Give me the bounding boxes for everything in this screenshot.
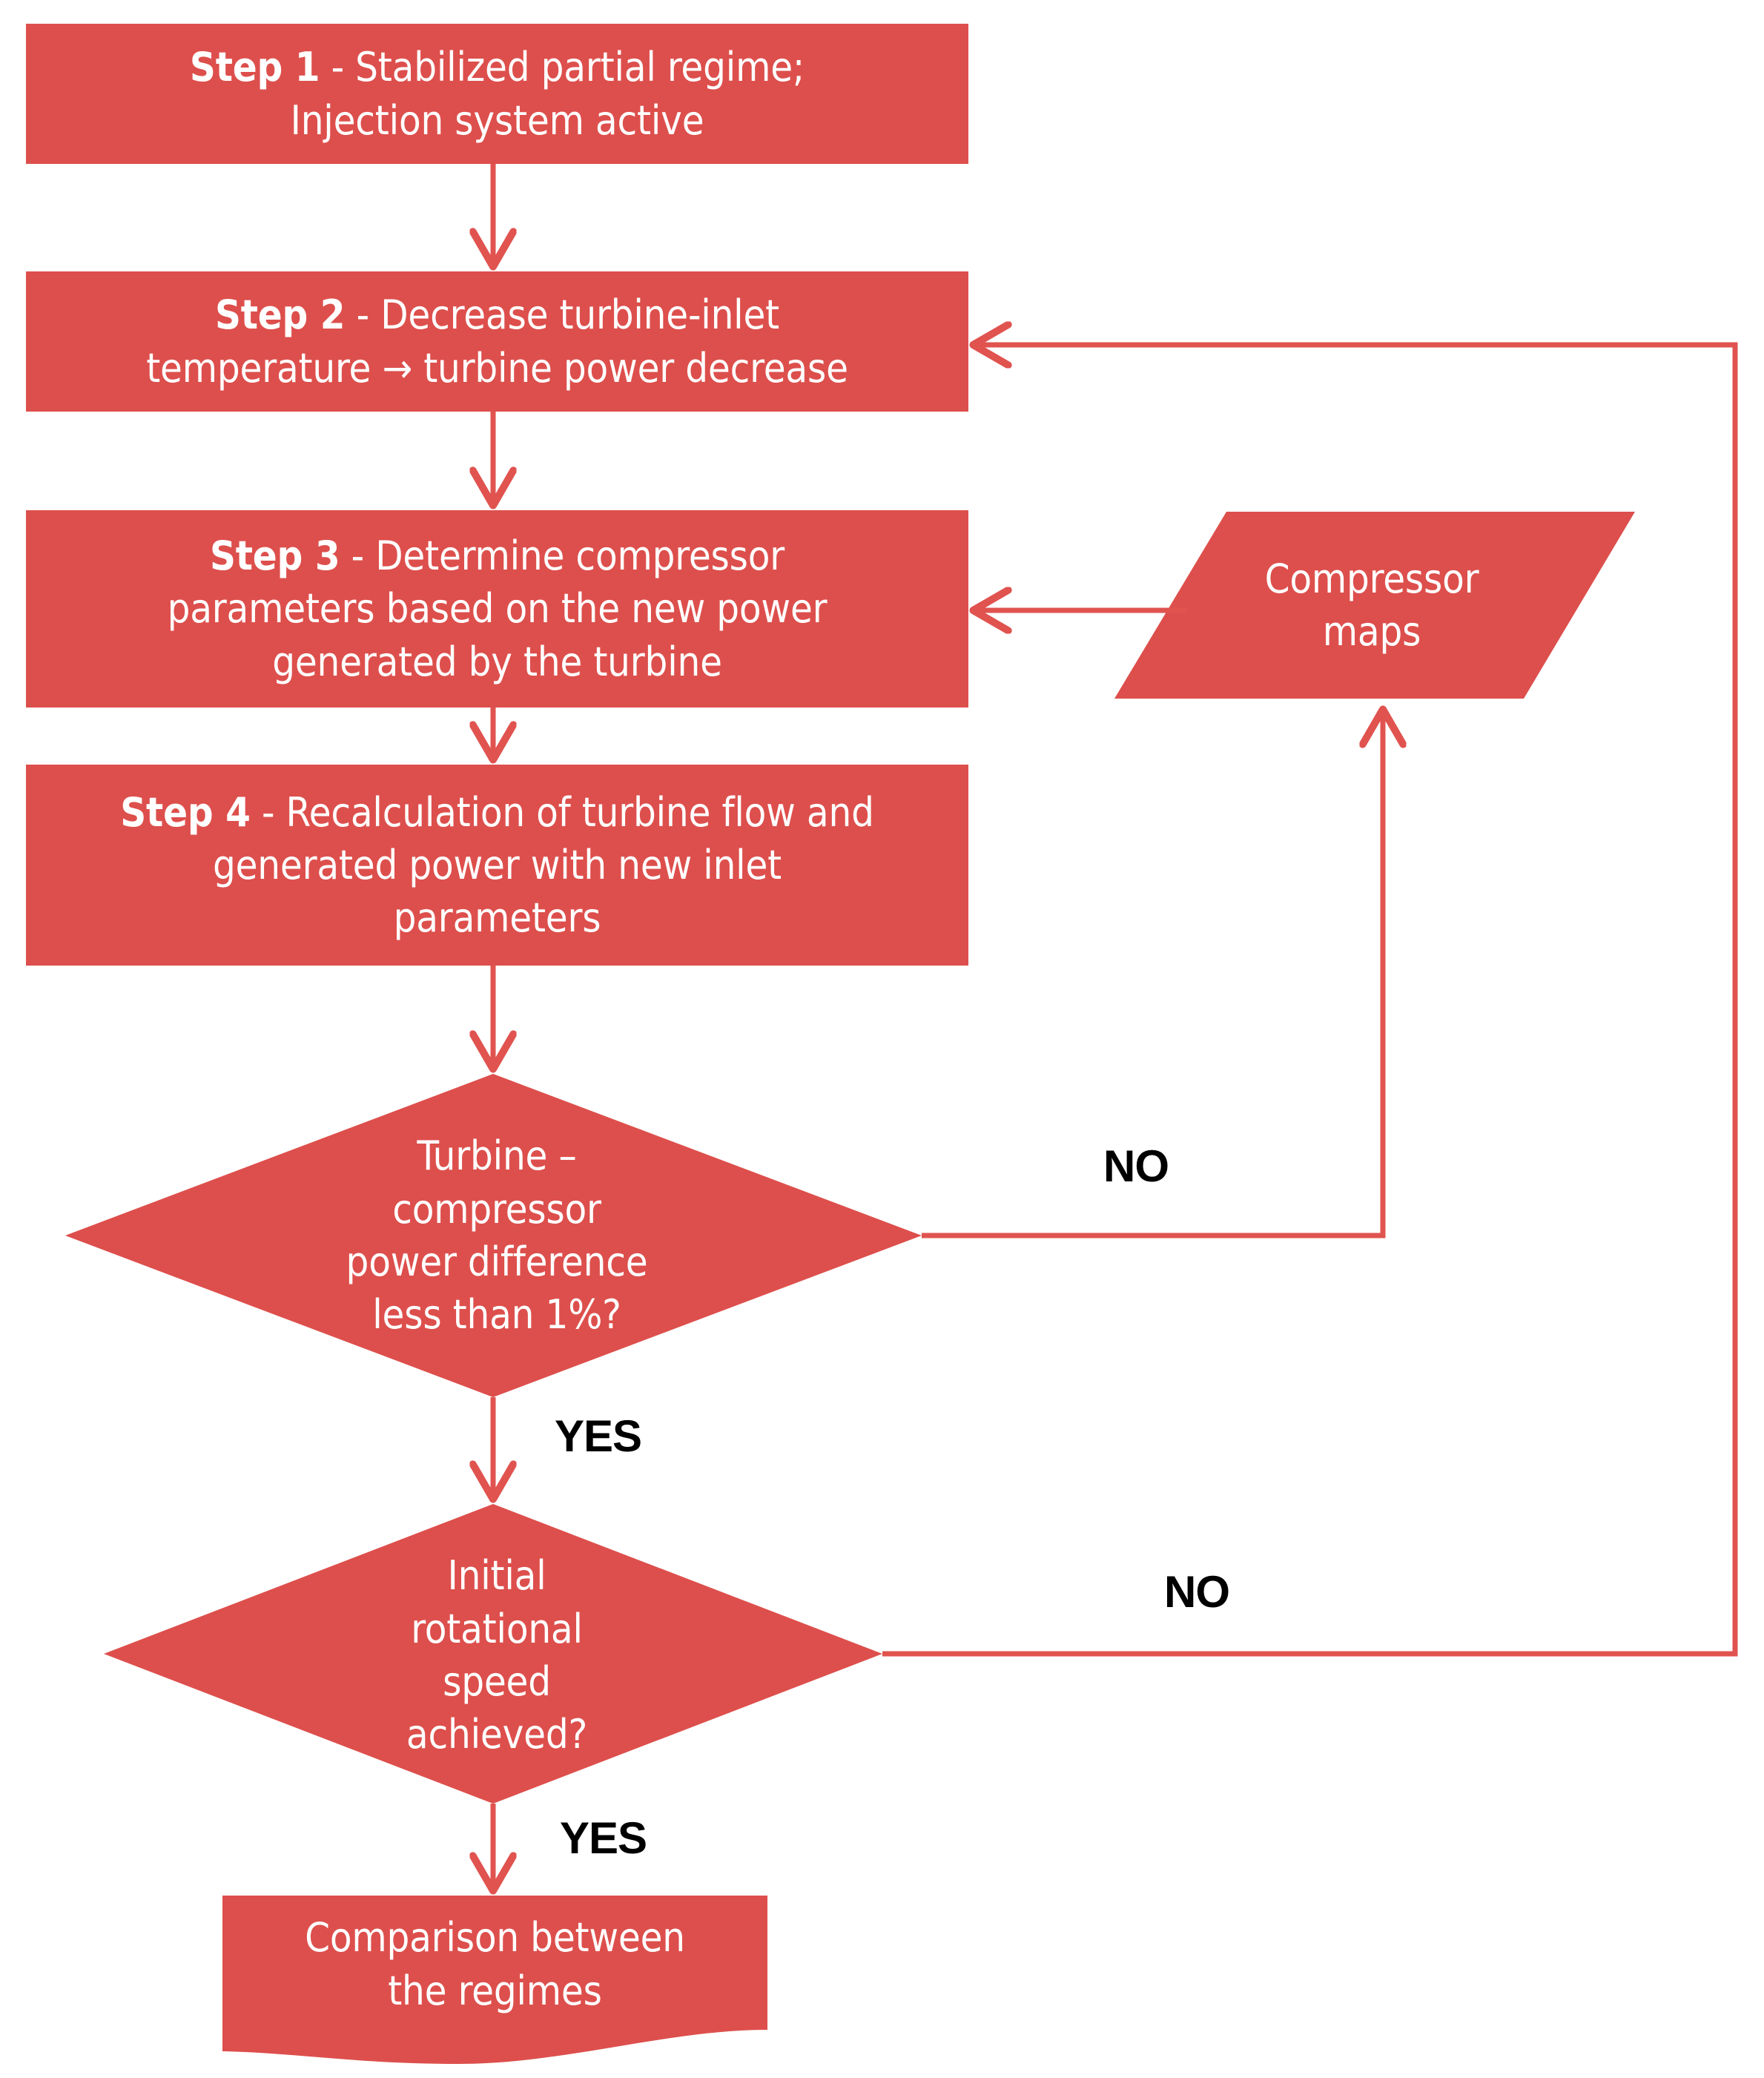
edge-decision2-step2 [882, 345, 1738, 1657]
node-decision2-shape [104, 1504, 882, 1804]
edge-decision1-compressor-maps [922, 710, 1383, 1238]
node-step3-shape [26, 510, 968, 707]
node-compressor-maps-shape [1114, 512, 1635, 699]
node-decision1-shape [65, 1074, 922, 1397]
node-step1-shape [26, 24, 968, 164]
node-step4-shape [26, 765, 968, 966]
node-step2-shape [26, 271, 968, 412]
node-comparison-shape [222, 1896, 767, 2064]
